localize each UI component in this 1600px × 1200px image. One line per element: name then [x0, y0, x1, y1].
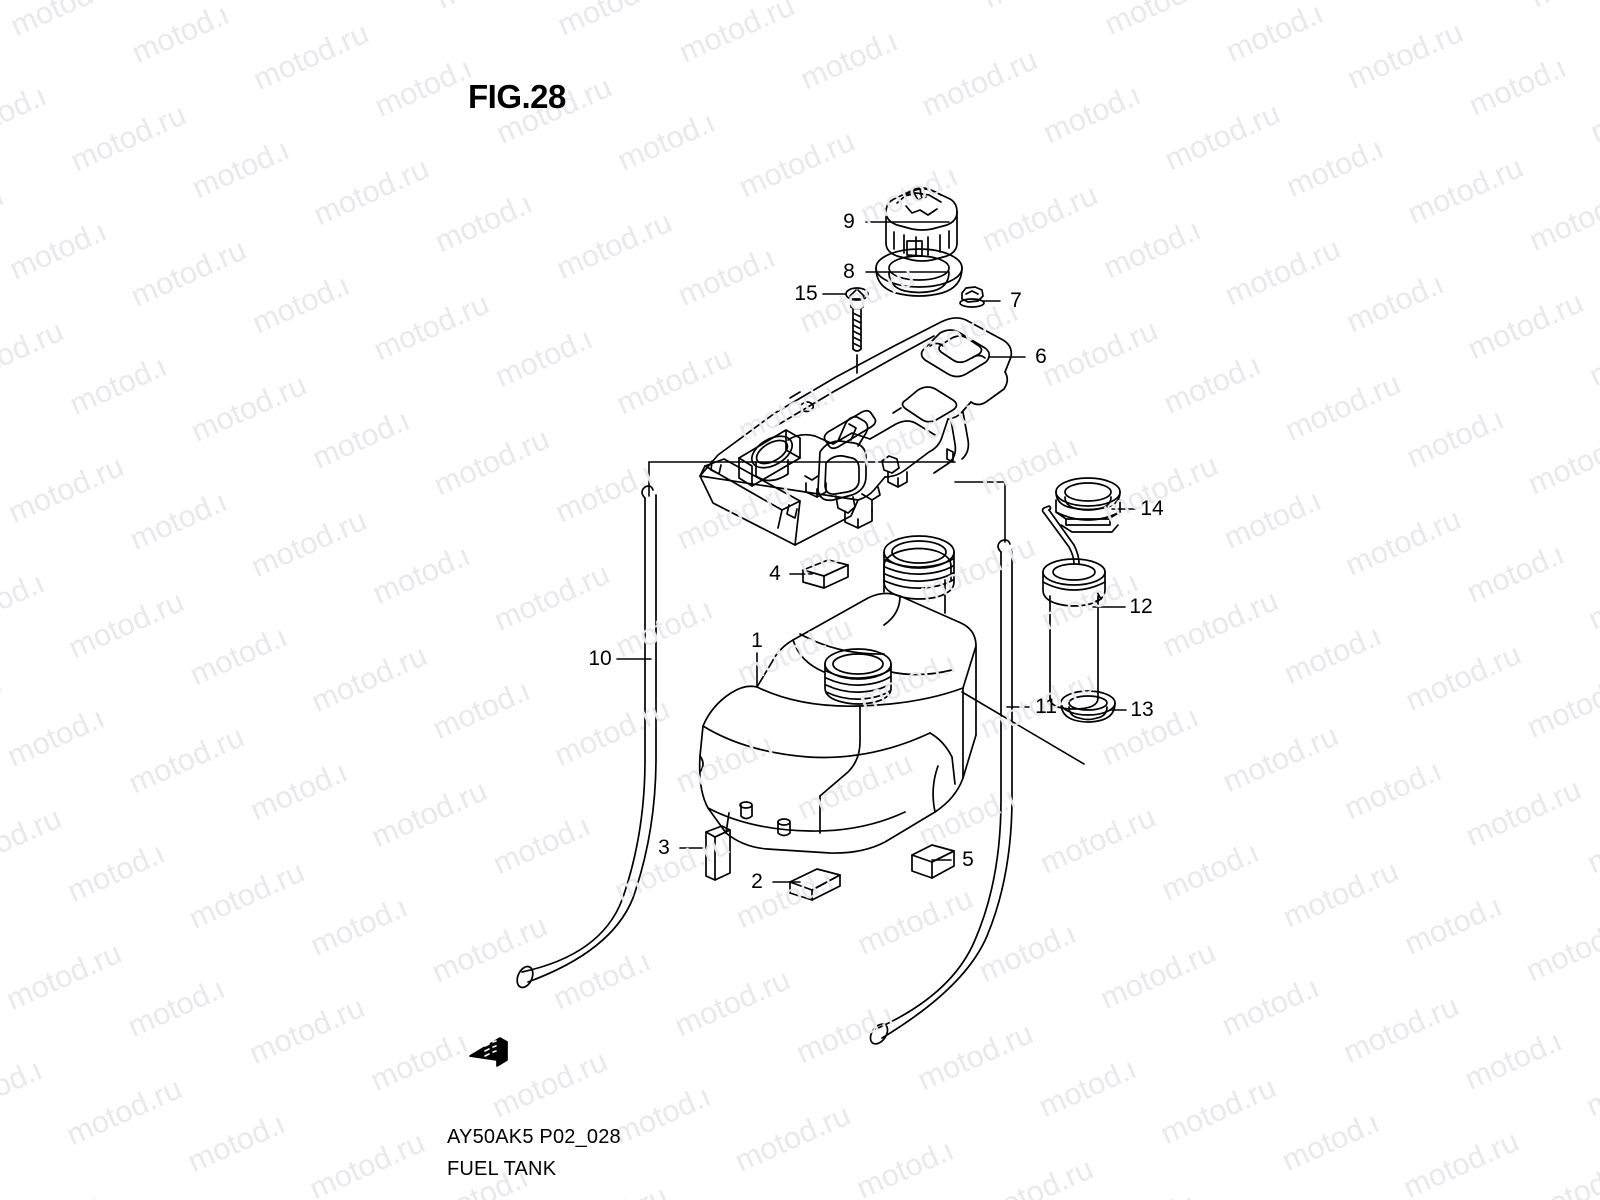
part-1-fuel-tank-body	[698, 535, 977, 854]
part-2-cushion-pad-lower	[789, 868, 841, 901]
part-10-fuel-hose-left	[516, 485, 657, 989]
part-13-o-ring-seal	[1060, 690, 1116, 723]
footer-part-code: AY50AK5 P02_028	[447, 1126, 621, 1148]
callout-number-9[interactable]: 9	[843, 210, 855, 233]
callout-number-5[interactable]: 5	[962, 848, 974, 871]
part-11-fuel-hose-right	[869, 539, 1013, 1045]
figure-title: FIG.28	[468, 78, 566, 115]
callout-number-12[interactable]: 12	[1129, 595, 1153, 618]
callout-number-4[interactable]: 4	[769, 562, 781, 585]
forward-direction-arrow	[469, 1037, 508, 1067]
callout-number-1[interactable]: 1	[751, 629, 763, 652]
callout-number-6[interactable]: 6	[1035, 345, 1047, 368]
callout-number-8[interactable]: 8	[843, 260, 855, 283]
callout-number-10[interactable]: 10	[588, 647, 612, 670]
leader-lines	[616, 221, 1136, 883]
part-7-flange-nut	[959, 286, 985, 308]
callout-number-14[interactable]: 14	[1140, 497, 1164, 520]
callout-number-2[interactable]: 2	[751, 870, 763, 893]
part-9-fuel-tank-cap	[885, 187, 958, 262]
callout-number-3[interactable]: 3	[658, 836, 670, 859]
footer-figure-name: FUEL TANK	[447, 1158, 557, 1180]
part-14-retainer-nut	[1055, 477, 1121, 533]
part-5-cushion-pad-rear	[911, 844, 955, 879]
callout-number-15[interactable]: 15	[794, 282, 818, 305]
part-6-tank-cover	[699, 317, 1013, 546]
callout-number-7[interactable]: 7	[1010, 289, 1022, 312]
part-15-screw	[845, 287, 869, 374]
callout-number-11[interactable]: 11	[1035, 695, 1057, 718]
callout-number-13[interactable]: 13	[1130, 698, 1154, 721]
